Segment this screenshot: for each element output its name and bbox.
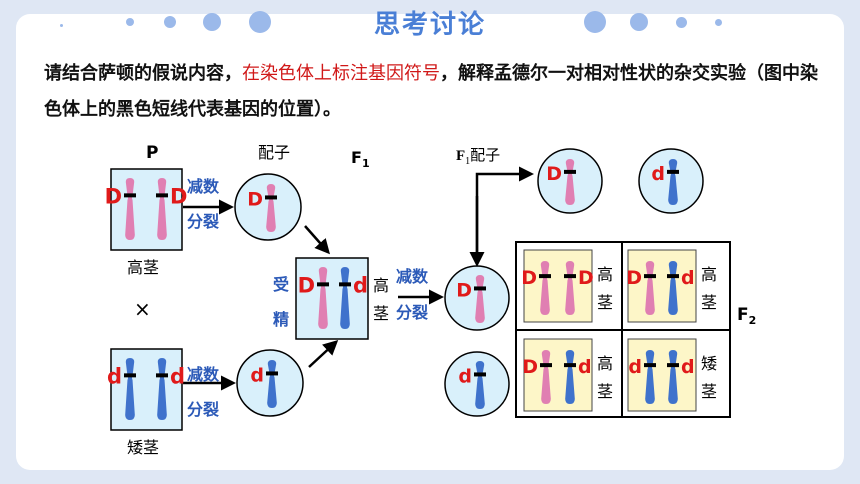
gene-locus-mark	[667, 363, 679, 368]
decor-dot	[249, 11, 271, 33]
gene-locus-mark	[644, 363, 656, 368]
allele-label-recessive: d	[170, 364, 185, 388]
label-gamete: 配子	[258, 143, 290, 162]
label-parent-dwarf: 矮茎	[127, 438, 159, 457]
prompt-text: 请结合萨顿的假说内容，在染色体上标注基因符号，解释孟德尔一对相对性状的杂交实验（…	[44, 56, 834, 128]
gene-locus-mark	[667, 274, 679, 279]
fertilization-arrow-bottom	[308, 339, 339, 368]
label-f1-tall-2: 茎	[373, 304, 389, 323]
gene-locus-mark	[564, 169, 576, 174]
gene-locus-mark	[156, 373, 168, 378]
gene-locus-mark	[474, 372, 486, 377]
gene-locus-mark	[474, 286, 486, 291]
label-cross: ×	[134, 297, 151, 321]
gene-locus-mark	[540, 363, 552, 368]
allele-label-recessive: d	[107, 364, 122, 388]
allele-label-dominant: D	[578, 267, 594, 289]
allele-label-recessive: d	[353, 273, 368, 297]
gene-locus-mark	[124, 373, 136, 378]
gene-locus-mark	[156, 193, 168, 198]
gene-locus-mark	[539, 274, 551, 279]
label-fertilization-1: 受	[273, 275, 289, 294]
label-f2-DD-2: 茎	[597, 293, 613, 312]
label-f2-Dd-top-2: 茎	[701, 293, 717, 312]
label-f2-DD-1: 高	[597, 265, 613, 284]
parent-tall-box	[110, 168, 183, 251]
label-f2-Dd-top-1: 高	[701, 265, 717, 284]
punnett-cell-DD	[523, 249, 593, 323]
gene-locus-mark	[667, 169, 679, 174]
punnett-cell-dd	[627, 338, 697, 412]
gene-locus-mark	[564, 274, 576, 279]
gene-locus-mark	[339, 282, 351, 287]
allele-label-recessive: d	[250, 364, 264, 386]
label-f2: F2	[737, 305, 756, 327]
prompt-part1: 请结合萨顿的假说内容，	[44, 63, 242, 84]
gene-locus-mark	[266, 371, 278, 376]
label-p: P	[146, 143, 158, 163]
label-meiosis-top-2: 分裂	[187, 212, 219, 231]
label-f1-tall-1: 高	[373, 276, 389, 295]
decor-dot	[584, 11, 606, 33]
allele-label-recessive: d	[651, 163, 665, 185]
label-f2-Dd-bottom-1: 高	[597, 354, 613, 373]
slide-title: 思考讨论	[373, 10, 486, 40]
f1-zygote-box	[295, 257, 369, 340]
label-f1-gamete: F1配子	[456, 146, 500, 167]
decor-dot	[203, 13, 221, 31]
punnett-cell-Dd-bottom	[523, 338, 593, 412]
punnett-cell-Dd-top	[627, 249, 697, 323]
gene-locus-mark	[265, 195, 277, 200]
gene-locus-mark	[317, 282, 329, 287]
decor-dot	[715, 19, 722, 26]
allele-label-dominant: D	[456, 279, 472, 301]
allele-label-dominant: D	[170, 184, 187, 208]
label-f2-Dd-bottom-2: 茎	[597, 382, 613, 401]
label-f2-dd-2: 茎	[701, 382, 717, 401]
label-f1-meiosis-2: 分裂	[396, 303, 428, 322]
prompt-highlight: 在染色体上标注基因符号	[242, 63, 440, 84]
gene-locus-mark	[564, 363, 576, 368]
allele-label-dominant: D	[626, 267, 642, 289]
allele-label-dominant: D	[298, 273, 315, 297]
label-fertilization-2: 精	[273, 310, 289, 329]
allele-label-dominant: D	[521, 267, 537, 289]
prompt-part2: ，解释孟德尔一对相对性状的杂交实验（图中染色体上的黑色短线代表基因的位置）。	[44, 63, 818, 120]
decor-dot	[126, 18, 134, 26]
gene-locus-mark	[644, 274, 656, 279]
label-parent-tall: 高茎	[127, 258, 159, 277]
allele-label-dominant: D	[546, 163, 562, 185]
label-f1-meiosis-1: 减数	[396, 267, 429, 286]
gene-locus-mark	[124, 193, 136, 198]
decor-dot	[60, 24, 63, 27]
decor-dot	[630, 13, 648, 31]
decor-dot	[164, 16, 176, 28]
allele-label-recessive: d	[681, 267, 695, 289]
allele-label-recessive: d	[458, 365, 472, 387]
parent-dwarf-box	[110, 348, 183, 431]
allele-label-dominant: D	[522, 356, 538, 378]
decor-dot	[676, 17, 687, 28]
allele-label-dominant: D	[247, 188, 263, 210]
allele-label-recessive: d	[578, 356, 592, 378]
label-f1: F1	[351, 148, 370, 170]
allele-label-dominant: D	[105, 184, 122, 208]
fertilization-arrow-top	[304, 225, 330, 255]
label-f2-dd-1: 矮	[701, 354, 717, 373]
allele-label-recessive: d	[681, 356, 695, 378]
label-meiosis-bottom-2: 分裂	[187, 400, 219, 419]
label-meiosis-bottom-1: 减数	[187, 365, 220, 384]
label-meiosis-top-1: 减数	[187, 177, 220, 196]
allele-label-recessive: d	[628, 356, 642, 378]
